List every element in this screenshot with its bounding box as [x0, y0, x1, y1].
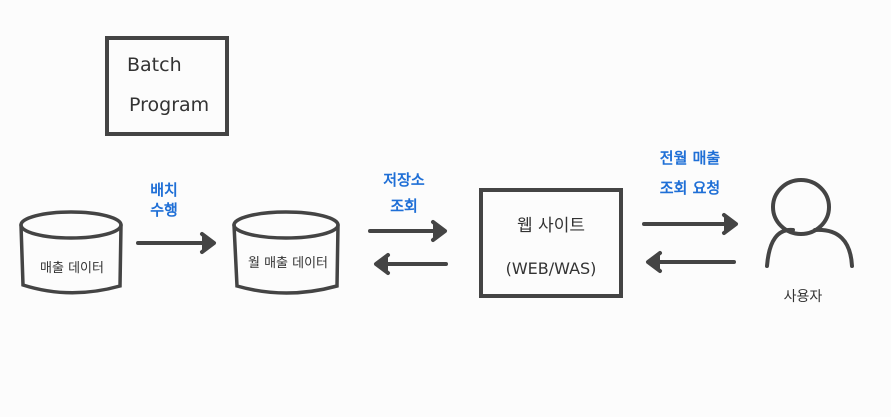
request-arrows [642, 213, 738, 273]
batch-arrow [136, 232, 216, 254]
batch-run-line2: 수행 [150, 201, 178, 219]
batch-program-label-line1: Batch [127, 54, 182, 76]
user-icon [765, 178, 854, 268]
batch-run-line1: 배치 [150, 181, 178, 199]
batch-program-label-line2: Program [129, 94, 210, 116]
batch-program-box [105, 36, 229, 136]
monthly-data-cylinder [232, 210, 340, 295]
monthly-data-label: 월 매출 데이터 [247, 256, 329, 271]
store-query-line1: 저장소 [383, 171, 425, 189]
store-query-label: 저장소 조회 [372, 170, 436, 216]
user-request-line2: 조회 요청 [659, 179, 721, 197]
website-label-line2: (WEB/WAS) [505, 259, 597, 278]
user-label: 사용자 [783, 289, 823, 305]
store-query-line2: 조회 [390, 197, 418, 215]
query-arrows [368, 220, 448, 275]
sales-data-label: 매출 데이터 [40, 261, 104, 276]
user-request-line1: 전월 매출 [659, 149, 721, 167]
batch-run-label: 배치 수행 [138, 180, 190, 220]
sales-data-cylinder [19, 210, 123, 295]
website-label-line1: 웹 사이트 [517, 216, 585, 236]
website-box [479, 188, 623, 298]
user-request-label: 전월 매출 조회 요청 [640, 148, 740, 198]
